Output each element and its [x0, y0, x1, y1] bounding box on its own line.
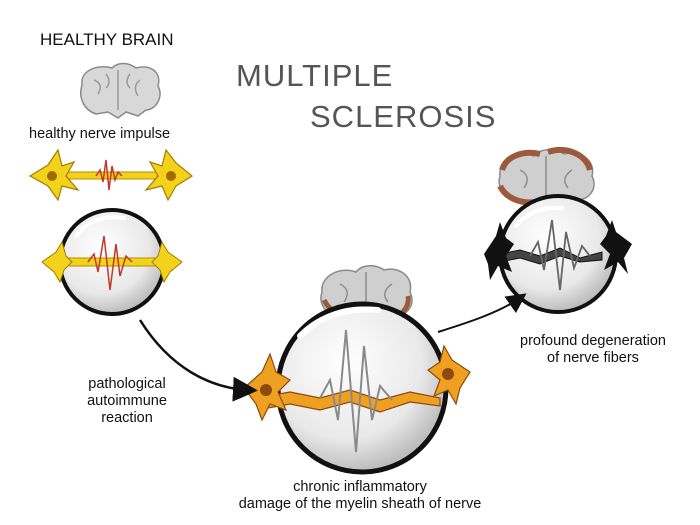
degeneration-line-2: of nerve fibers: [547, 350, 639, 366]
healthy-impulse-label: healthy nerve impulse: [29, 126, 171, 142]
arrow-damaged-to-degenerated: [437, 293, 527, 333]
pathological-reaction-label: pathological autoimmune reaction: [62, 376, 192, 427]
degenerated-nerve-magnifier: [484, 194, 632, 314]
pathological-line-2: autoimmune: [87, 393, 167, 409]
pathological-line-1: pathological: [88, 376, 166, 392]
chronic-damage-label: chronic inflammatory damage of the myeli…: [210, 479, 510, 513]
damaged-myelin-magnifier: [243, 301, 471, 475]
chronic-line-2: damage of the myelin sheath of nerve: [238, 496, 482, 512]
degenerated-brain-icon: [497, 147, 595, 209]
pathological-line-3: reaction: [101, 410, 153, 426]
degeneration-line-1: profound degeneration: [520, 333, 666, 349]
title-line-1: MULTIPLE: [236, 58, 394, 93]
healthy-nerve-magnifier: [41, 208, 183, 316]
arrow-healthy-to-damaged: [138, 319, 258, 402]
chronic-line-1: chronic inflammatory: [293, 479, 427, 495]
degeneration-label: profound degeneration of nerve fibers: [498, 333, 688, 367]
title-line-2: SCLEROSIS: [310, 99, 497, 134]
healthy-brain-label: HEALTHY BRAIN: [40, 30, 174, 49]
healthy-brain-icon: [80, 62, 161, 119]
healthy-nerve-fiber: [28, 148, 194, 202]
